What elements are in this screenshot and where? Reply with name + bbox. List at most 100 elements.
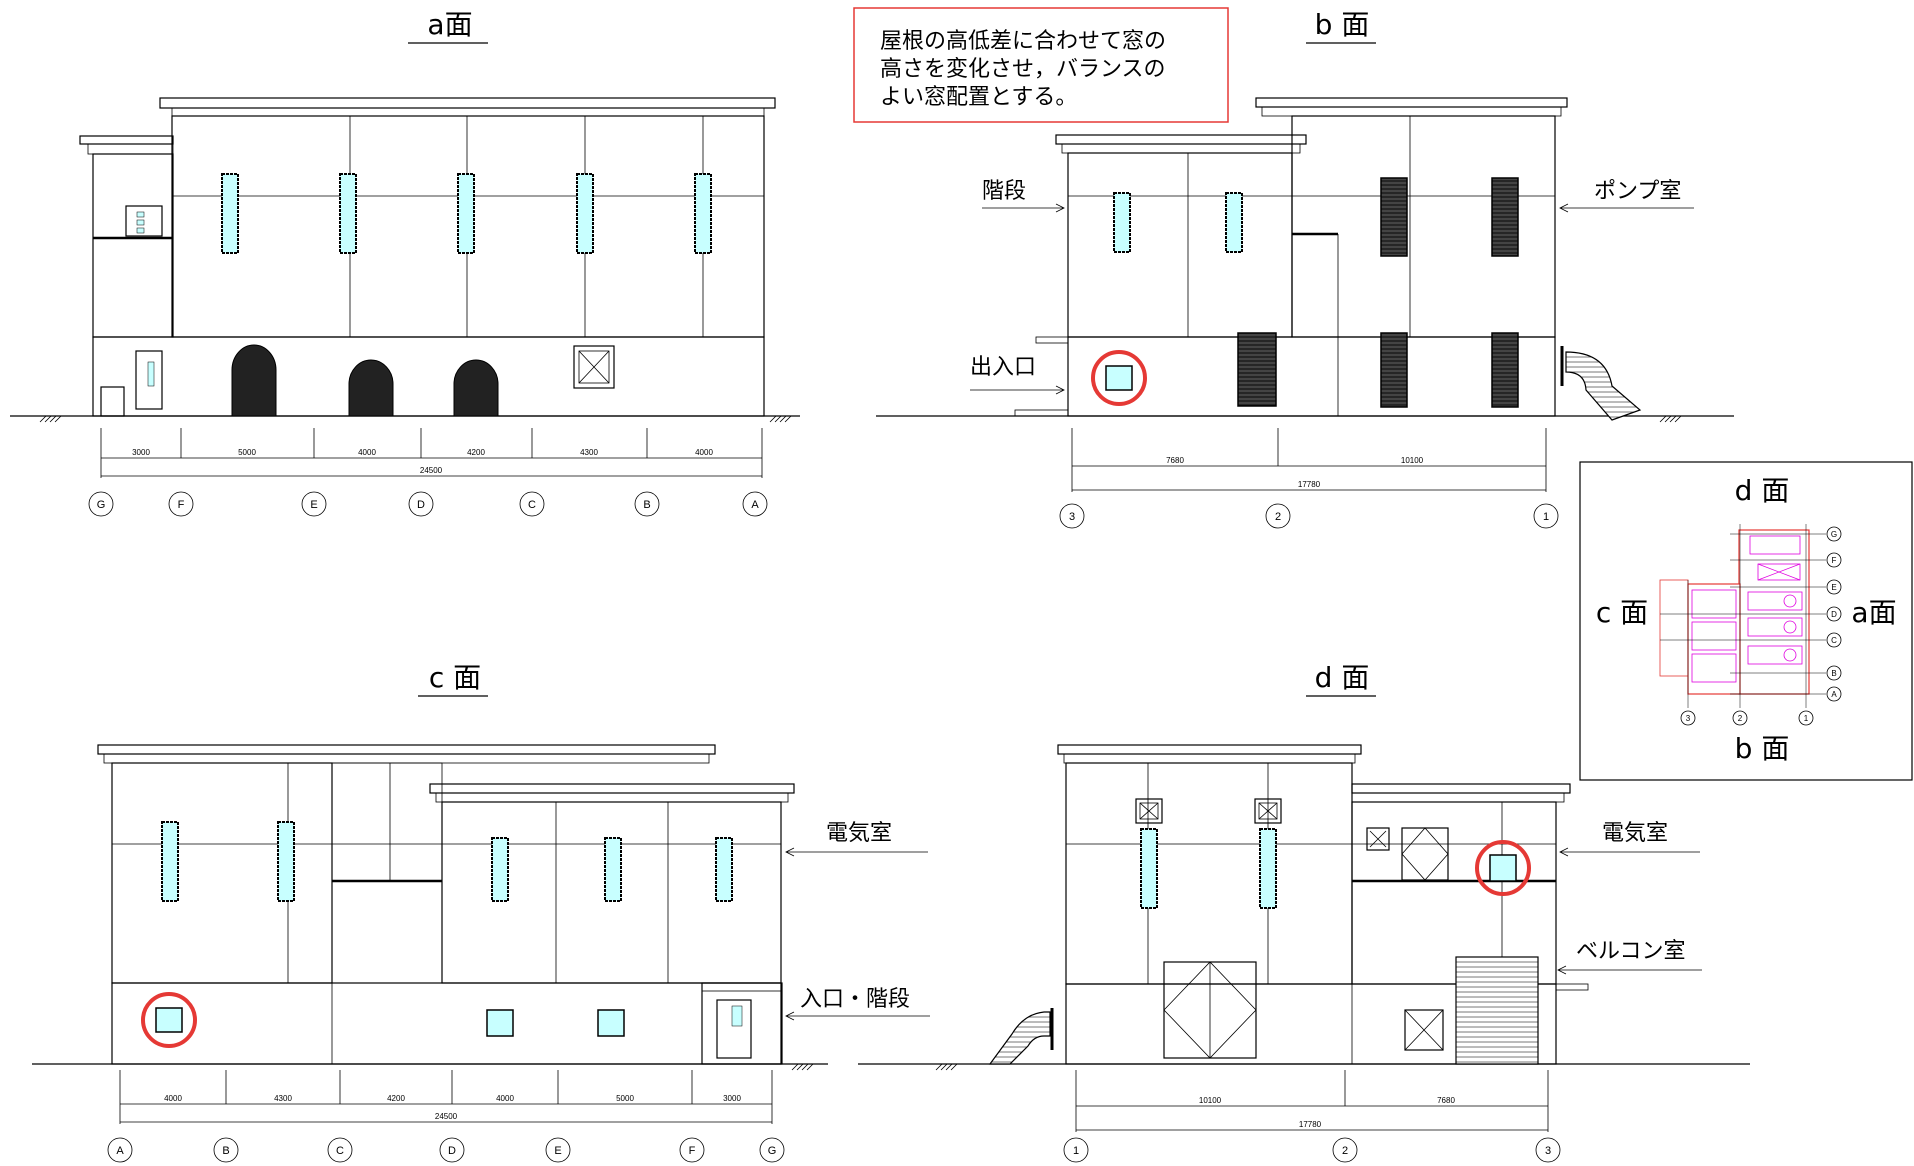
dim-label: 5000 bbox=[616, 1094, 634, 1103]
main-wall bbox=[111, 762, 333, 984]
shutter bbox=[1455, 956, 1539, 1065]
grid-bubble: 3 bbox=[1059, 503, 1085, 529]
dim-label: 4000 bbox=[164, 1094, 182, 1103]
grid-bubble: 3 bbox=[1680, 710, 1696, 726]
svg-text:F: F bbox=[689, 1145, 696, 1157]
dim-total: 17780 bbox=[1299, 1120, 1322, 1129]
concrete-base bbox=[111, 982, 782, 1065]
note-frame bbox=[853, 7, 1229, 123]
dim-label: 4000 bbox=[358, 448, 376, 457]
vent-box bbox=[573, 345, 615, 389]
leader-arrow bbox=[1557, 965, 1702, 975]
svg-text:D: D bbox=[1831, 610, 1837, 619]
svg-text:3: 3 bbox=[1069, 511, 1075, 523]
svg-text:1: 1 bbox=[1804, 714, 1809, 723]
annex-window-pane bbox=[136, 219, 145, 226]
grid-bubble: 3 bbox=[1535, 1137, 1561, 1163]
annex-window-pane bbox=[136, 227, 145, 234]
louver bbox=[1491, 332, 1519, 408]
grid-bubble: A bbox=[107, 1137, 133, 1163]
concrete-base bbox=[92, 336, 765, 417]
keyplan-grid bbox=[1660, 524, 1826, 708]
grid-bubble: C bbox=[327, 1137, 353, 1163]
leader-arrow bbox=[1559, 203, 1694, 213]
svg-text:A: A bbox=[1831, 690, 1837, 699]
vent-box bbox=[1135, 798, 1163, 824]
svg-text:G: G bbox=[1831, 530, 1837, 539]
louver bbox=[1380, 332, 1408, 408]
vertical-windows bbox=[221, 173, 712, 254]
leader-arrow bbox=[785, 1011, 930, 1021]
svg-text:B: B bbox=[1831, 669, 1836, 678]
grid-bubble: G bbox=[759, 1137, 785, 1163]
canopy bbox=[1555, 983, 1589, 991]
canopy bbox=[1035, 336, 1069, 344]
svg-text:2: 2 bbox=[1342, 1145, 1348, 1157]
svg-text:D: D bbox=[417, 499, 425, 511]
dim-label: 4200 bbox=[387, 1094, 405, 1103]
svg-text:B: B bbox=[643, 499, 650, 511]
vertical-window bbox=[491, 837, 509, 902]
leader-arrow bbox=[970, 385, 1065, 395]
svg-text:B: B bbox=[222, 1145, 229, 1157]
dim-total: 24500 bbox=[435, 1112, 458, 1121]
dim-label: 3000 bbox=[132, 448, 150, 457]
note-line: 高さを変化させ，バランスの bbox=[880, 57, 1166, 82]
dim-label: 10100 bbox=[1199, 1096, 1222, 1105]
svg-text:F: F bbox=[178, 499, 185, 511]
grid-bubble: 2 bbox=[1332, 1137, 1358, 1163]
annex-window-pane bbox=[136, 211, 145, 218]
grid-bubble: 1 bbox=[1063, 1137, 1089, 1163]
concrete-base bbox=[1067, 336, 1556, 417]
small-window bbox=[1105, 365, 1133, 391]
grid-bubble: 1 bbox=[1798, 710, 1814, 726]
label-entrance-stair: 入口・階段 bbox=[800, 987, 910, 1012]
vertical-window bbox=[715, 837, 733, 902]
ground-hatch bbox=[769, 415, 792, 423]
leader-arrow bbox=[785, 847, 928, 857]
svg-text:G: G bbox=[768, 1145, 777, 1157]
svg-text:1: 1 bbox=[1543, 511, 1549, 523]
keyplan-label-left: c 面 bbox=[1596, 596, 1648, 629]
grid-bubble: F bbox=[679, 1137, 705, 1163]
roof-fascia bbox=[171, 107, 765, 117]
roof-parapet bbox=[159, 97, 776, 109]
small-window bbox=[486, 1009, 514, 1037]
dim-label: 4000 bbox=[695, 448, 713, 457]
double-door bbox=[1401, 827, 1449, 881]
arched-opening bbox=[453, 359, 499, 417]
roof-parapet bbox=[429, 783, 795, 794]
grid-bubble: B bbox=[213, 1137, 239, 1163]
roof-parapet bbox=[1351, 783, 1571, 794]
vertical-window bbox=[604, 837, 622, 902]
louver bbox=[1491, 177, 1519, 257]
roof-parapet bbox=[97, 744, 716, 755]
large-door bbox=[1163, 961, 1257, 1059]
dimension-lines bbox=[1071, 428, 1547, 492]
highlight-circle bbox=[141, 992, 197, 1048]
entrance-door bbox=[135, 350, 163, 410]
grid-bubble: A bbox=[742, 491, 768, 517]
arched-opening bbox=[348, 359, 394, 417]
dim-label: 3000 bbox=[723, 1094, 741, 1103]
dim-label: 7680 bbox=[1437, 1096, 1455, 1105]
roof-parapet bbox=[1255, 97, 1568, 108]
key-plan: d 面 c 面 a面 b 面 G F bbox=[1579, 461, 1913, 781]
svg-text:2: 2 bbox=[1275, 511, 1281, 523]
entrance-door bbox=[716, 999, 752, 1059]
roof-parapet bbox=[1055, 134, 1307, 145]
vertical-window bbox=[161, 821, 179, 902]
elevation-b-title: b 面 bbox=[1315, 8, 1370, 41]
plan-outline bbox=[1738, 529, 1810, 695]
svg-text:F: F bbox=[1832, 556, 1837, 565]
grid-bubble: G bbox=[88, 491, 114, 517]
svg-text:C: C bbox=[528, 499, 536, 511]
leader-arrow bbox=[982, 203, 1065, 213]
roof-parapet bbox=[1057, 744, 1362, 755]
elevation-a-title: a面 bbox=[427, 8, 472, 41]
svg-text:G: G bbox=[97, 499, 106, 511]
elevation-a: a面 bbox=[10, 8, 800, 517]
svg-text:2: 2 bbox=[1738, 714, 1743, 723]
dim-label: 10100 bbox=[1401, 456, 1424, 465]
grid-bubble: G bbox=[1826, 526, 1842, 542]
